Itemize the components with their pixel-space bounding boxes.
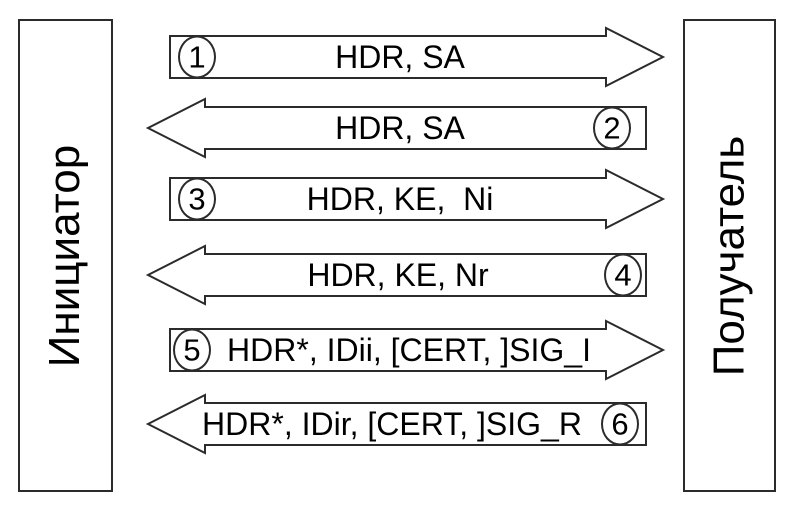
step-circle-3: 3 <box>178 177 216 221</box>
initiator-label: Инициатор <box>40 144 90 367</box>
arrow-right-step-3 <box>169 168 666 230</box>
arrow-left-step-2 <box>145 97 647 159</box>
arrow-left-step-4 <box>145 244 647 306</box>
message-label-2: HDR, SA <box>335 110 465 146</box>
message-label-3: HDR, KE, Ni <box>306 181 494 217</box>
arrow-left-step-6 <box>145 393 647 455</box>
message-label-5: HDR*, IDii, [CERT, ]SIG_I <box>227 332 591 368</box>
arrow-right-step-5 <box>169 319 666 381</box>
receiver-box: Получатель <box>683 19 776 492</box>
message-label-6: HDR*, IDir, [CERT, ]SIG_R <box>202 406 582 442</box>
step-circle-6: 6 <box>601 402 639 446</box>
step-circle-2: 2 <box>593 106 631 150</box>
receiver-label: Получатель <box>704 135 754 376</box>
message-label-1: HDR, SA <box>335 39 465 75</box>
step-circle-5: 5 <box>173 328 211 372</box>
initiator-box: Инициатор <box>18 19 113 492</box>
arrow-right-step-1 <box>169 26 666 88</box>
step-circle-4: 4 <box>604 253 642 297</box>
step-circle-1: 1 <box>178 35 216 79</box>
message-label-4: HDR, KE, Nr <box>307 257 489 293</box>
